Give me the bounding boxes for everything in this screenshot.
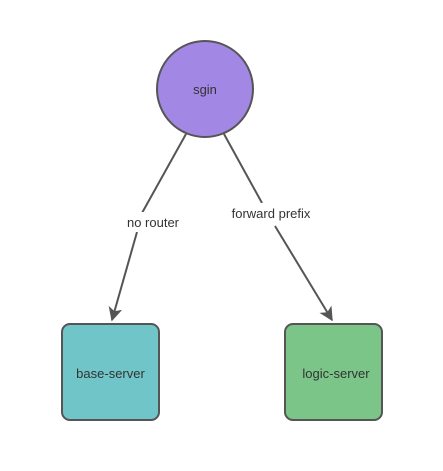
node-base-server[interactable]: base-server (61, 323, 160, 421)
node-sgin-shape (156, 40, 254, 138)
edge-sgin-to-base-server: no router (108, 133, 187, 322)
edge-line-no-router-lower (108, 231, 138, 322)
node-base-server-shape (61, 323, 160, 421)
node-logic-server-label: logic-server (302, 366, 370, 381)
node-sgin-label: sgin (193, 82, 217, 97)
node-base-server-label: base-server (76, 366, 145, 381)
node-sgin[interactable]: sgin (156, 40, 254, 138)
edge-sgin-to-logic-server: forward prefix (223, 133, 333, 322)
edge-line-no-router (141, 133, 187, 214)
node-logic-server[interactable]: logic-server (284, 323, 383, 421)
edge-line-forward-prefix (223, 133, 263, 204)
edge-label-no-router: no router (127, 215, 180, 230)
node-logic-server-shape (284, 323, 383, 421)
edge-line-forward-prefix-lower (274, 225, 333, 322)
edge-label-forward-prefix: forward prefix (232, 206, 311, 221)
